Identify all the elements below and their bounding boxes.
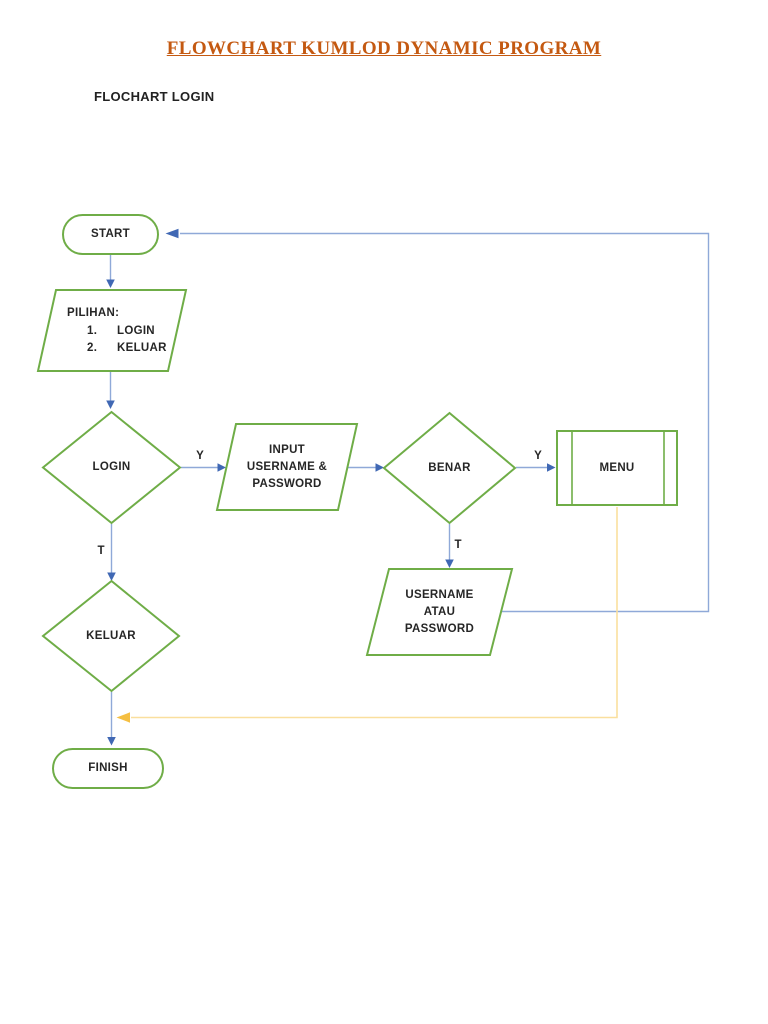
arrowhead-pilihan-down [106,400,115,409]
edge-menu-to-finish-loop [131,507,618,719]
arrowhead-login-down [107,572,116,581]
keluar-decision-shape [41,579,181,693]
arrowhead-loop-into-start [165,228,179,239]
arrowhead-login-right [217,463,226,472]
page-subtitle: FLOCHART LOGIN [94,89,215,104]
pilihan-parallelogram-shape [36,289,188,372]
arrowhead-start-down [106,279,115,288]
input-parallelogram-shape [215,423,359,511]
benar-decision-shape [382,411,517,525]
menu-predefined-process-shape [556,430,678,506]
arrowhead-keluar-down [107,737,116,746]
arrowhead-input-right [375,463,384,472]
arrowhead-benar-right [547,463,556,472]
edge-username-to-start-loop [180,232,710,613]
login-decision-shape [41,410,182,525]
arrowhead-benar-down [445,559,454,568]
username-parallelogram-shape [365,568,514,656]
start-terminator-shape [62,214,159,255]
finish-terminator-shape [52,748,164,789]
arrowhead-yellow-left [116,712,130,723]
page-title: FLOWCHART KUMLOD DYNAMIC PROGRAM [166,38,602,59]
